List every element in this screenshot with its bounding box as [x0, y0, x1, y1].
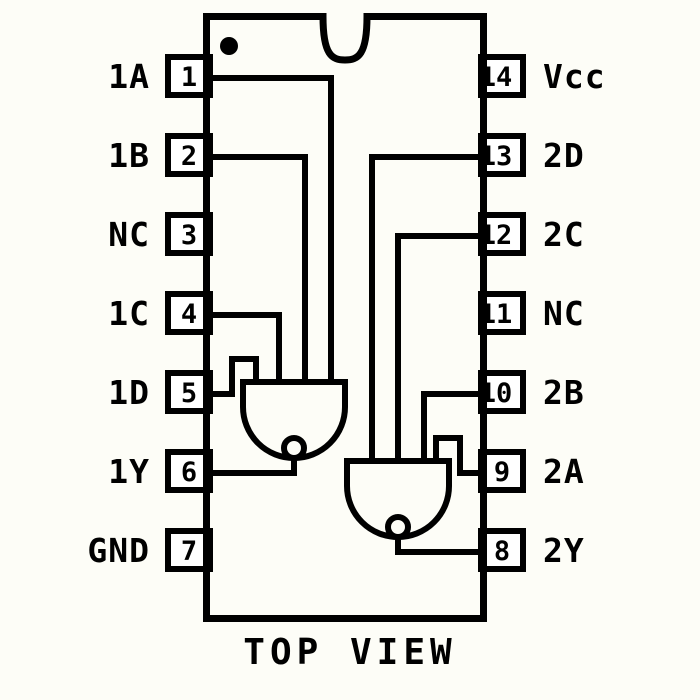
wire-pin13-to-gate2-inD [369, 154, 486, 464]
pin-label-2d: 2D [543, 136, 585, 175]
pin-label-nc-3: NC [108, 215, 150, 254]
pin-label-1d: 1D [108, 373, 150, 412]
wire-pin10-to-gate2-inB [421, 391, 486, 464]
pin-number-11: 11 [479, 299, 513, 330]
chip-body-outline [203, 13, 487, 622]
pin-number-8: 8 [493, 536, 511, 567]
gate-2-wiring [369, 154, 486, 555]
pin-label-1a: 1A [108, 57, 150, 96]
pin-label-1c: 1C [108, 294, 150, 333]
gate-1-wiring [203, 75, 334, 476]
wire-pin12-to-gate2-inC [395, 233, 486, 464]
pin-number-5: 5 [180, 378, 198, 409]
pin-label-1y: 1Y [108, 452, 150, 491]
pin-label-1b: 1B [108, 136, 150, 175]
pin-number-3: 3 [180, 220, 198, 251]
pin-label-2c: 2C [543, 215, 585, 254]
pin-number-4: 4 [180, 299, 198, 330]
pin-number-6: 6 [180, 457, 198, 488]
gate-2-nand-symbol [344, 458, 452, 540]
pin-number-2: 2 [180, 141, 198, 172]
pin-number-9: 9 [493, 457, 511, 488]
pin-label-gnd: GND [87, 531, 150, 570]
gate-1-nand-symbol [240, 379, 348, 461]
wire-pin2-to-gate1-inC [203, 154, 308, 385]
pin-label-nc-11: NC [543, 294, 585, 333]
wire-pin5-to-gate1-inA [203, 356, 259, 397]
pin-1-indicator-dot [220, 37, 238, 55]
wire-pin1-to-gate1-inD [203, 75, 334, 385]
wire-gate1-out-to-pin6 [203, 455, 297, 476]
pin-number-12: 12 [479, 220, 513, 251]
pin-label-2y: 2Y [543, 531, 585, 570]
pin-number-13: 13 [479, 141, 513, 172]
pin-number-1: 1 [180, 62, 198, 93]
pin-label-2a: 2A [543, 452, 585, 491]
pin-label-2b: 2B [543, 373, 585, 412]
wire-gate2-out-to-pin8 [395, 534, 486, 555]
wire-pin9-to-gate2-inA [433, 435, 486, 476]
wire-pin4-to-gate1-inB [203, 312, 282, 385]
pin-label-vcc: Vcc [543, 57, 606, 96]
pin-number-10: 10 [479, 378, 513, 409]
view-caption: TOP VIEW [243, 632, 457, 673]
pin-number-14: 14 [479, 62, 513, 93]
pin-number-7: 7 [180, 536, 198, 567]
